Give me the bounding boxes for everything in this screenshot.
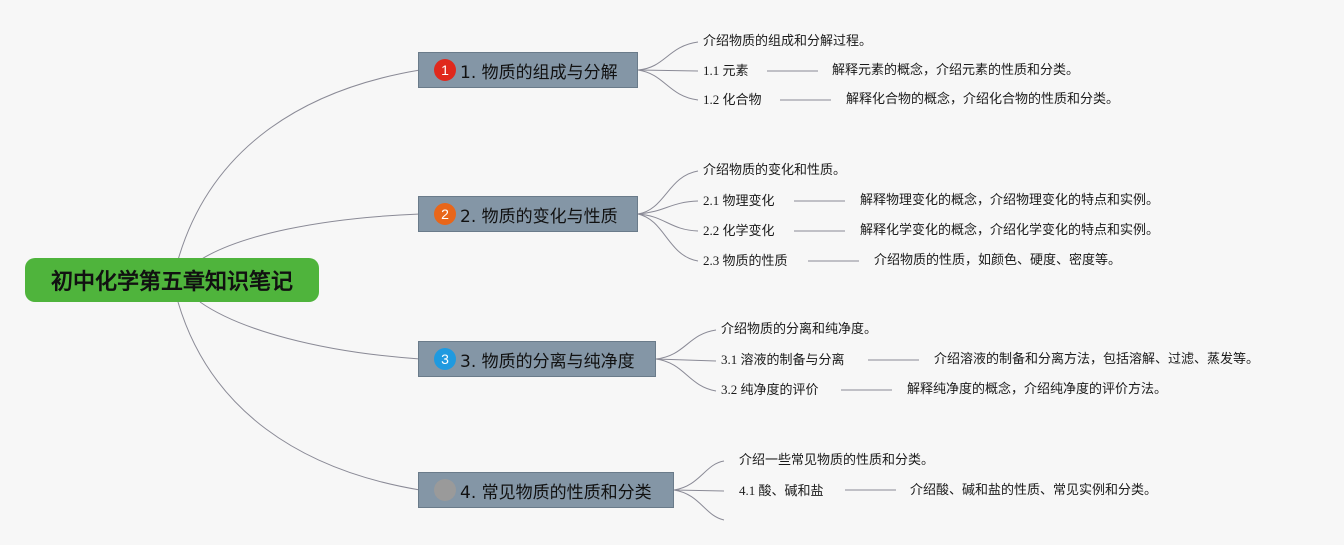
branch-4-node[interactable]: 4. 常见物质的性质和分类 — [418, 472, 674, 508]
item-3-2-desc[interactable]: 解释纯净度的概念，介绍纯净度的评价方法。 — [907, 382, 1168, 397]
branch-1-label: 1. 物质的组成与分解 — [460, 62, 618, 83]
branch-4-label: 4. 常见物质的性质和分类 — [460, 482, 652, 503]
branch-4-intro[interactable]: 介绍一些常见物质的性质和分类。 — [739, 453, 935, 468]
number-badge-icon: 1 — [434, 59, 456, 81]
b1-link-2 — [637, 69, 699, 101]
number-badge-icon: 3 — [434, 348, 456, 370]
item-3-1-desc[interactable]: 介绍溶液的制备和分离方法，包括溶解、过滤、蒸发等。 — [934, 352, 1260, 367]
branch-3-label: 3. 物质的分离与纯净度 — [460, 351, 635, 372]
root-link-3 — [199, 301, 421, 360]
b2-link-2 — [637, 213, 699, 232]
branch-1-node[interactable]: 1 1. 物质的组成与分解 — [418, 52, 638, 88]
item-1-2-desc[interactable]: 解释化合物的概念，介绍化合物的性质和分类。 — [846, 92, 1120, 107]
branch-2-intro[interactable]: 介绍物质的变化和性质。 — [703, 163, 847, 178]
b2-link-3 — [637, 213, 699, 262]
b2-link-intro — [637, 170, 699, 215]
root-link-1 — [177, 69, 421, 261]
item-2-2-desc[interactable]: 解释化学变化的概念，介绍化学变化的特点和实例。 — [860, 223, 1160, 238]
b1-link-1 — [637, 69, 699, 72]
b3-link-1 — [655, 358, 717, 362]
item-2-2-title[interactable]: 2.2 化学变化 — [703, 223, 775, 238]
item-1-2-title[interactable]: 1.2 化合物 — [703, 92, 762, 107]
item-2-1-desc[interactable]: 解释物理变化的概念，介绍物理变化的特点和实例。 — [860, 193, 1160, 208]
branch-3-intro[interactable]: 介绍物质的分离和纯净度。 — [721, 322, 878, 337]
item-2-3-desc[interactable]: 介绍物质的性质，如颜色、硬度、密度等。 — [874, 253, 1122, 268]
item-1-1-title[interactable]: 1.1 元素 — [703, 63, 749, 78]
number-badge-icon: 2 — [434, 203, 456, 225]
item-3-1-title[interactable]: 3.1 溶液的制备与分离 — [721, 352, 845, 367]
branch-2-node[interactable]: 2 2. 物质的变化与性质 — [418, 196, 638, 232]
b4-link-2 — [673, 489, 725, 521]
item-4-1-desc[interactable]: 介绍酸、碱和盐的性质、常见实例和分类。 — [910, 483, 1158, 498]
b3-link-intro — [655, 329, 717, 360]
root-node[interactable]: 初中化学第五章知识笔记 — [25, 258, 319, 302]
item-3-2-title[interactable]: 3.2 纯净度的评价 — [721, 382, 819, 397]
b4-link-1 — [673, 489, 725, 492]
number-badge-icon — [434, 479, 456, 501]
item-2-3-title[interactable]: 2.3 物质的性质 — [703, 253, 788, 268]
branch-1-intro[interactable]: 介绍物质的组成和分解过程。 — [703, 34, 873, 49]
item-2-1-title[interactable]: 2.1 物理变化 — [703, 193, 775, 208]
root-link-4 — [177, 301, 421, 491]
root-link-2 — [199, 213, 421, 261]
item-4-1-title[interactable]: 4.1 酸、碱和盐 — [739, 483, 824, 498]
branch-2-label: 2. 物质的变化与性质 — [460, 206, 618, 227]
b3-link-2 — [655, 358, 717, 392]
b4-link-intro — [673, 460, 725, 491]
b2-link-1 — [637, 200, 699, 215]
b1-link-intro — [637, 41, 699, 71]
item-1-1-desc[interactable]: 解释元素的概念，介绍元素的性质和分类。 — [832, 63, 1080, 78]
branch-3-node[interactable]: 3 3. 物质的分离与纯净度 — [418, 341, 656, 377]
